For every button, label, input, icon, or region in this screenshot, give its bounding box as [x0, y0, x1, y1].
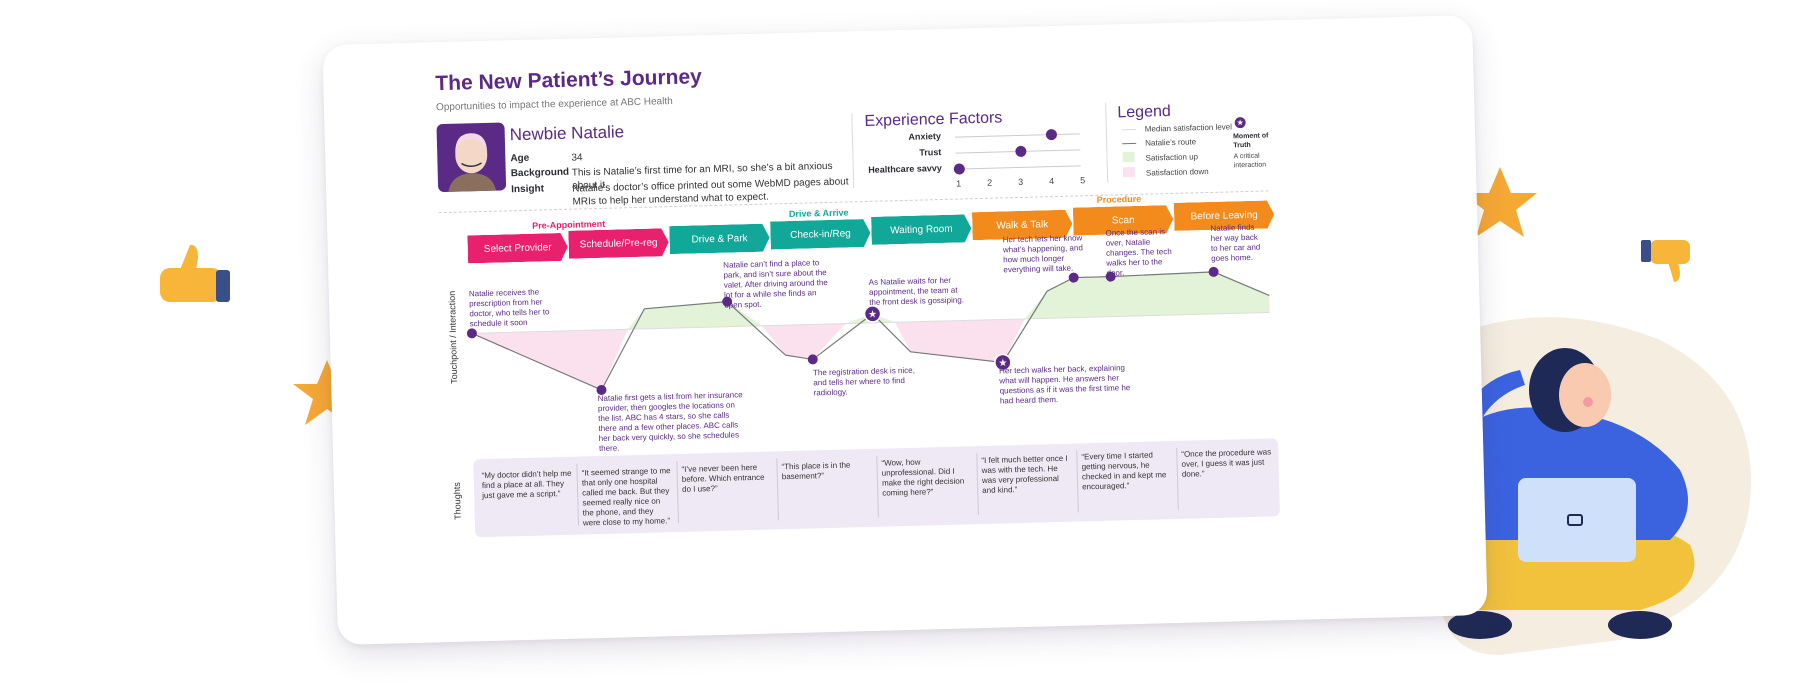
median-satisfaction-line — [471, 311, 1270, 334]
note-text: Natalie finds her way back to her car an… — [1210, 222, 1261, 263]
touchpoint-dot — [466, 328, 477, 339]
touchpoint-dot — [807, 354, 818, 365]
moment-of-truth-icon: ★ — [868, 309, 877, 320]
route-line — [471, 271, 1270, 391]
touchpoint-dot — [722, 296, 733, 307]
avatar — [436, 122, 507, 193]
touchpoint-dot — [596, 384, 607, 395]
moment-of-truth-marker — [994, 353, 1012, 372]
star-icon — [1463, 167, 1537, 237]
touchpoint-dot — [1068, 272, 1079, 283]
sat-down-area — [894, 318, 1025, 363]
sat-up-area — [627, 301, 762, 330]
persona-portrait-icon — [448, 133, 497, 192]
thumbs-up-icon — [160, 244, 230, 302]
note-text: Natalie receives the prescription from h… — [468, 287, 550, 329]
touchpoint-dot — [1208, 266, 1219, 277]
sat-down-area — [471, 329, 628, 390]
thought-text: “Every time I started getting nervous, h… — [1081, 450, 1167, 492]
sat-up-area — [1024, 271, 1270, 319]
thumbs-down-icon — [1641, 240, 1690, 282]
thought-text: “My doctor didn’t help me find a place a… — [481, 468, 572, 501]
journey-route-diagram: ★★ — [466, 266, 1270, 395]
note-text: Her tech walks her back, explaining what… — [998, 363, 1131, 406]
journey-map-card: The New Patient’s Journey Opportunities … — [322, 15, 1488, 645]
sat-down-area — [761, 323, 846, 360]
person-illustration — [1425, 348, 1695, 639]
thought-text: “I felt much better once I was with the … — [981, 453, 1068, 495]
note-text: Natalie can’t find a place to park, and … — [723, 258, 828, 310]
thought-text: “This place is in the basement?” — [781, 459, 851, 481]
note-text: As Natalie waits for her appointment, th… — [868, 275, 965, 307]
note-text: Once the scan is over, Natalie changes. … — [1105, 227, 1172, 278]
thought-text: “Wow, how unprofessional. Did I make the… — [881, 457, 965, 498]
moment-of-truth-icon: ★ — [998, 358, 1007, 369]
note-text: The registration desk is nice, and tells… — [812, 365, 916, 398]
thought-text: “I’ve never been here before. Which entr… — [681, 462, 765, 494]
note-text: Her tech lets her know what’s happening,… — [1002, 233, 1083, 275]
note-text: Natalie first gets a list from her insur… — [597, 390, 743, 454]
touchpoint-dot — [1105, 271, 1116, 282]
thought-text: “It seemed strange to me that only one h… — [581, 465, 671, 527]
thought-text: “Once the procedure was over, I guess it… — [1181, 446, 1272, 479]
moment-of-truth-marker — [863, 305, 882, 323]
